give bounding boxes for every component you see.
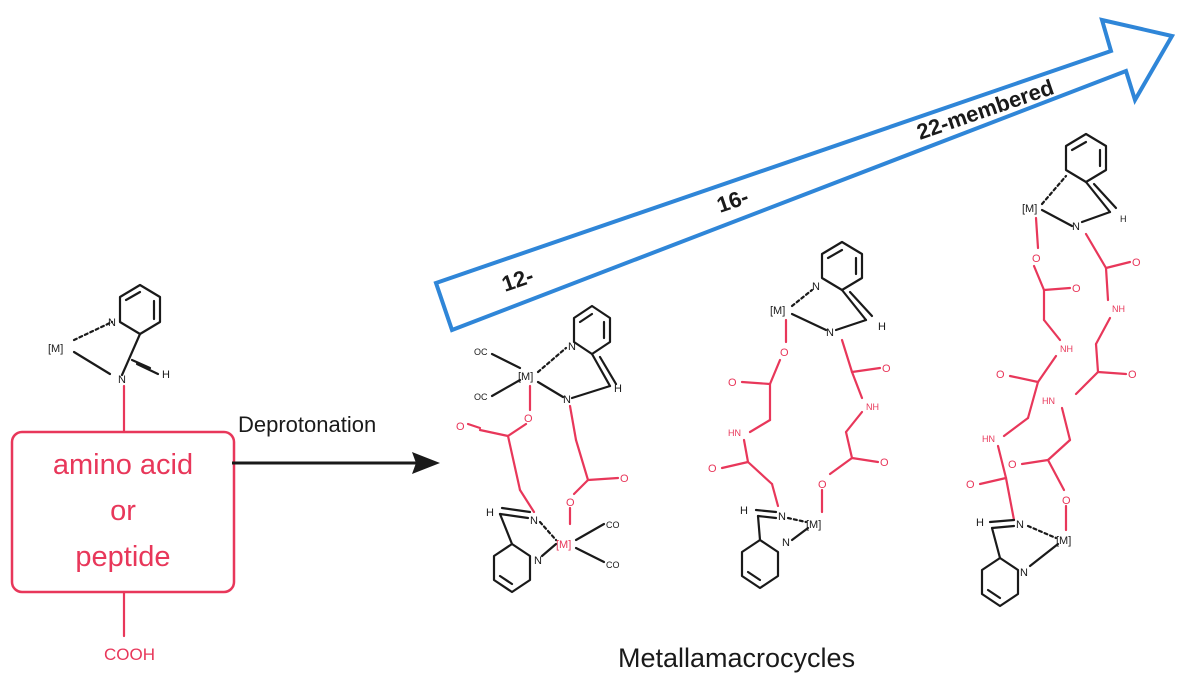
deprotonation-arrow: Deprotonation [232, 412, 440, 474]
starting-complex: N [M] N H amino acid or peptide COOH [10, 283, 236, 664]
o-label: O [524, 413, 533, 425]
nh-label: NH [1112, 304, 1125, 314]
bottom-pyridine [492, 542, 532, 594]
nh-label: NH [866, 402, 879, 412]
o-label: O [728, 377, 737, 389]
imine-n-label: N [118, 374, 126, 386]
h-label: H [740, 505, 748, 517]
o-label: O [566, 497, 575, 509]
o-label: O [456, 421, 465, 433]
metallamacrocycles-caption: Metallamacrocycles [618, 643, 855, 673]
label-12: 12- [498, 263, 536, 297]
top-pyridine [820, 240, 864, 292]
metal-label: [M] [806, 519, 821, 531]
ring-size-arrow: 12- 16- 22-membered [433, 17, 1176, 333]
n-label: N [1072, 221, 1080, 233]
top-pyridine [572, 304, 612, 356]
o-label: O [620, 473, 629, 485]
o-label: O [966, 479, 975, 491]
metal-label: [M] [770, 305, 785, 317]
box-line-amino-acid: amino acid [53, 449, 193, 481]
metal-label: [M] [1056, 535, 1071, 547]
o-label: O [996, 369, 1005, 381]
hn-label: HN [1042, 396, 1055, 406]
co-label: CO [606, 520, 620, 530]
metal-label: [M] [556, 539, 571, 551]
o-label: O [1008, 459, 1017, 471]
n-label: N [782, 537, 790, 549]
co-label: CO [606, 560, 620, 570]
o-label: O [1062, 495, 1071, 507]
bottom-pyridine [980, 556, 1020, 608]
n-label: N [530, 515, 538, 527]
h-label: H [878, 321, 886, 333]
o-label: O [1072, 283, 1081, 295]
o-label: O [1032, 253, 1041, 265]
o-label: O [708, 463, 717, 475]
bottom-pyridine [740, 538, 780, 590]
metal-label: [M] [48, 343, 63, 355]
nh-label: NH [1060, 344, 1073, 354]
h-label: H [976, 517, 984, 529]
h-label: H [486, 507, 494, 519]
blue-arrow-outline [433, 17, 1176, 333]
hn-label: HN [982, 434, 995, 444]
deprotonation-label: Deprotonation [238, 412, 376, 437]
o-label: O [1128, 369, 1137, 381]
o-label: O [780, 347, 789, 359]
macrocycle-12: H N N [M] OC OC O O O O [M] CO CO N [456, 304, 629, 594]
metal-label: [M] [1022, 203, 1037, 215]
n-label: N [563, 394, 571, 406]
cooh-label: COOH [104, 645, 155, 664]
oc-label: OC [474, 347, 488, 357]
box-line-or: or [110, 495, 136, 527]
imine-h-label: H [162, 369, 170, 381]
h-label: H [614, 383, 622, 395]
top-pyridine [1064, 132, 1108, 184]
n-label: N [826, 327, 834, 339]
o-label: O [882, 363, 891, 375]
n-label: N [778, 511, 786, 523]
n-label: N [534, 555, 542, 567]
n-label: N [812, 281, 820, 293]
h-label: H [1120, 214, 1127, 224]
metal-label: [M] [518, 371, 533, 383]
pyridine-n-label: N [108, 317, 116, 329]
oc-label: OC [474, 392, 488, 402]
n-label: N [568, 341, 576, 353]
box-line-peptide: peptide [75, 541, 170, 573]
macrocycle-16: H N N [M] O O HN O O NH O O [M] N [708, 240, 891, 590]
hn-label: HN [728, 428, 741, 438]
pyridine-ring [118, 283, 162, 336]
label-16: 16- [713, 184, 751, 218]
o-label: O [818, 479, 827, 491]
o-label: O [1132, 257, 1141, 269]
n-label: N [1020, 567, 1028, 579]
n-label: N [1016, 519, 1024, 531]
macrocycle-22: H N [M] O O NH O HN O O NH O HN [966, 132, 1141, 608]
o-label: O [880, 457, 889, 469]
